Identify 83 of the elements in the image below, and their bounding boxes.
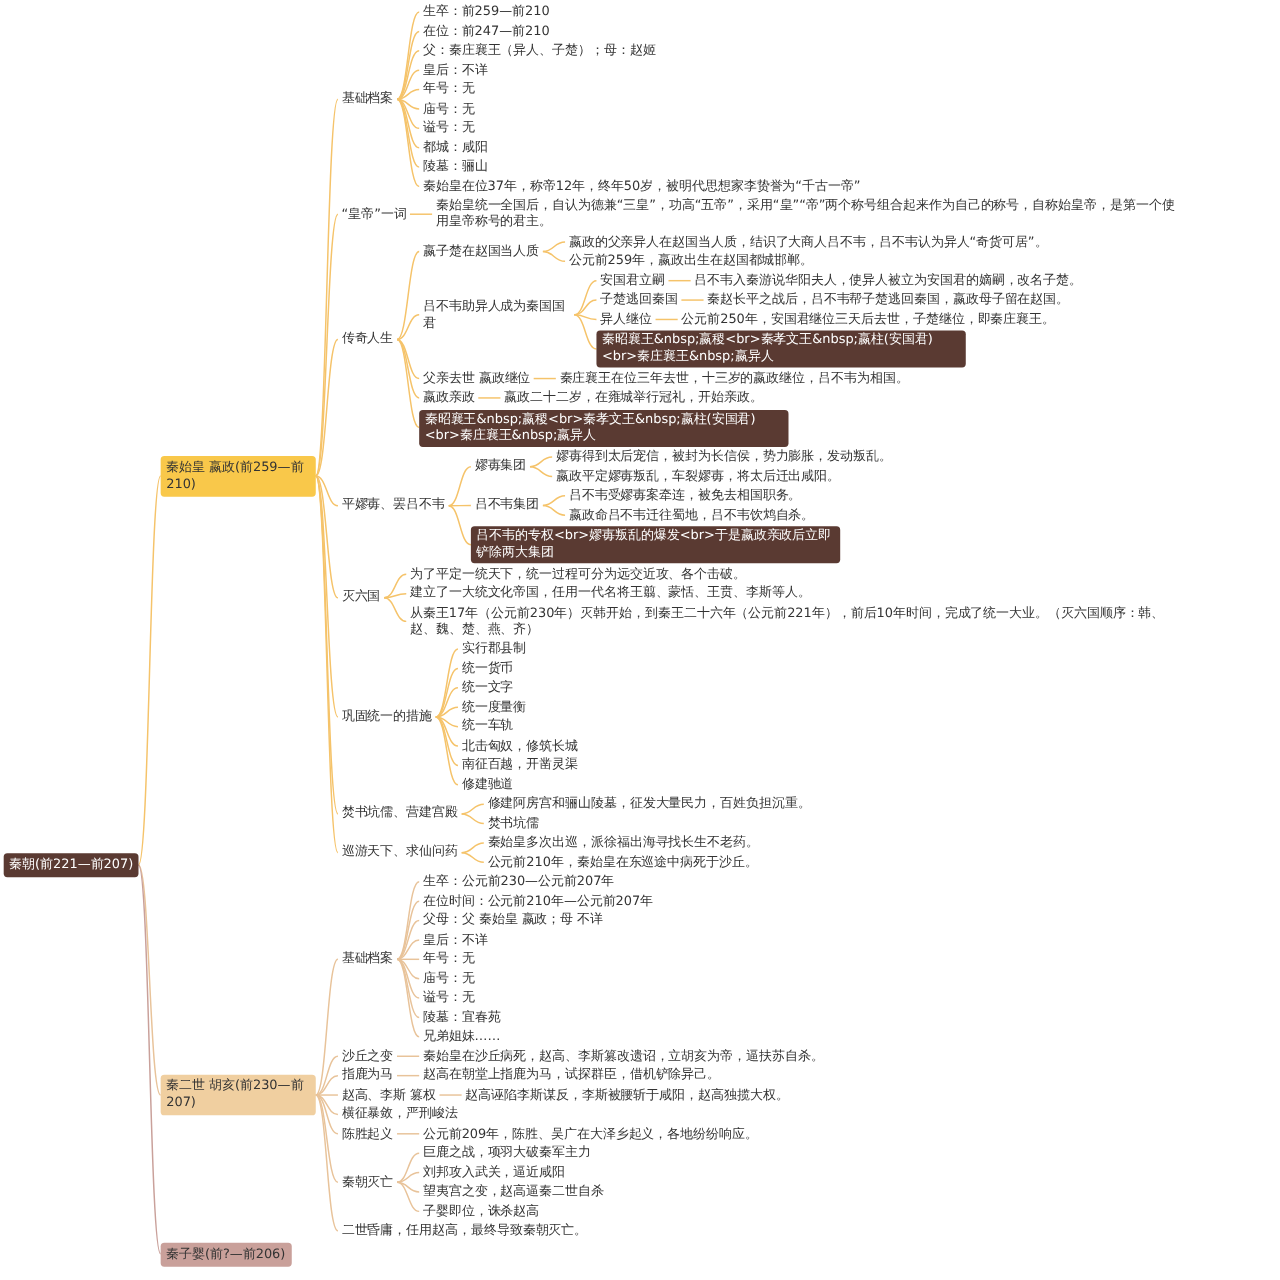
connector-line	[435, 716, 459, 747]
connector-line	[396, 939, 420, 961]
connector-line	[396, 338, 420, 380]
connector-line	[315, 338, 339, 477]
connector-line	[315, 1094, 339, 1232]
connector-line	[396, 98, 420, 188]
connector-line	[383, 597, 407, 623]
connector-line	[460, 842, 485, 854]
connector-line	[529, 456, 553, 468]
connector-line	[396, 1181, 420, 1213]
connector-line	[396, 958, 420, 980]
connector-line	[396, 69, 420, 100]
connector-line	[315, 475, 339, 718]
connector-line	[396, 1181, 420, 1193]
connector-line	[315, 958, 339, 1096]
connector-line	[435, 716, 459, 786]
connector-line	[542, 241, 566, 253]
connector-line	[396, 314, 420, 341]
connector-line	[383, 573, 407, 599]
connector-line	[680, 299, 705, 301]
connector-line	[396, 1055, 420, 1057]
connector-line	[137, 864, 162, 1096]
connector-line	[396, 11, 420, 100]
connector-line	[477, 397, 502, 399]
connector-line	[396, 98, 420, 149]
connector-line	[396, 1074, 420, 1077]
connector-line	[315, 1094, 339, 1116]
connector-line	[435, 706, 459, 718]
connector-line	[542, 495, 566, 507]
connector-line	[396, 1171, 420, 1184]
connector-line	[435, 667, 459, 718]
connector-line	[460, 851, 485, 864]
connector-line	[396, 900, 420, 961]
connector-line	[315, 1094, 339, 1096]
connector-line	[542, 504, 566, 516]
connector-line	[396, 958, 420, 1019]
connector-line	[396, 250, 420, 341]
connector-line	[573, 314, 598, 321]
connector-line	[396, 338, 420, 429]
connector-line	[573, 279, 598, 316]
connector-line	[448, 466, 472, 507]
connector-line	[137, 864, 162, 1255]
connector-line	[409, 213, 433, 215]
connector-line	[396, 1133, 420, 1135]
connector-line	[396, 958, 420, 999]
connector-line	[573, 314, 598, 350]
connector-line	[396, 958, 420, 961]
connector-line	[315, 1094, 339, 1135]
connector-line	[448, 504, 472, 507]
connector-line	[315, 475, 339, 507]
connector-line	[532, 377, 557, 380]
connector-line	[315, 1094, 339, 1184]
connector-line	[435, 716, 459, 767]
connector-line	[542, 250, 566, 263]
connector-line	[396, 98, 420, 110]
connector-line	[396, 30, 420, 100]
connector-line	[396, 919, 420, 961]
connector-line	[460, 803, 485, 815]
connector-line	[396, 98, 420, 130]
connector-line	[315, 213, 339, 477]
connector-line	[396, 338, 420, 399]
connector-line	[396, 88, 420, 100]
connector-line	[396, 958, 420, 1038]
connector-line	[315, 1074, 339, 1096]
connector-line	[448, 505, 472, 546]
connector-line	[396, 50, 420, 100]
connector-line	[435, 716, 459, 728]
connector-line	[438, 1094, 463, 1096]
connector-line	[137, 475, 162, 866]
connector-line	[315, 98, 339, 477]
connector-line	[396, 1152, 420, 1184]
connector-line	[667, 279, 692, 282]
connector-line	[435, 648, 459, 718]
connector-line	[396, 98, 420, 168]
connector-line	[396, 881, 420, 961]
connector-line	[573, 299, 598, 316]
connector-line	[529, 466, 553, 478]
connector-line	[654, 318, 679, 321]
connector-line	[315, 1055, 339, 1096]
connector-line	[435, 687, 459, 718]
connector-line	[315, 475, 339, 599]
connector-line	[460, 813, 485, 825]
connector-line	[383, 592, 407, 599]
